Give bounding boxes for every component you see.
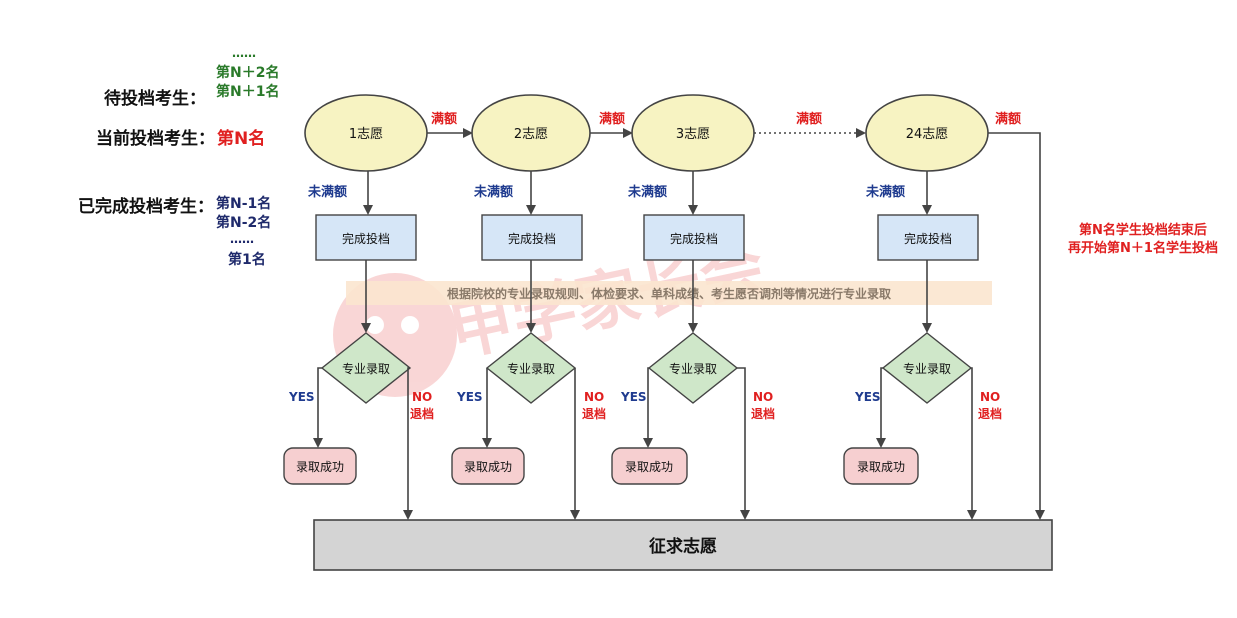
yes-label-2: YES: [456, 390, 483, 404]
complete-label-3: 完成投档: [670, 231, 718, 246]
major-label-1: 专业录取: [342, 361, 390, 376]
major-diamond-3: [647, 332, 739, 404]
done-label: 已完成投档考生：: [78, 197, 214, 217]
waiting-label: 待投档考生：: [104, 89, 206, 109]
current-label: 当前投档考生：: [96, 129, 215, 149]
retreat-label-3: 退档: [751, 406, 775, 421]
complete-label-1: 完成投档: [342, 231, 390, 246]
next2-label: 第N＋2名: [216, 65, 280, 81]
yes-label-1: YES: [288, 390, 315, 404]
choice-label-3: 3志愿: [676, 127, 710, 142]
choice-ellipse-1: [304, 94, 428, 172]
major-label-3: 专业录取: [669, 361, 717, 376]
choice-label-2: 2志愿: [514, 127, 548, 142]
major-diamond-1: [320, 332, 412, 404]
success-label-1: 录取成功: [296, 460, 344, 474]
not-full-label-2: 未满额: [473, 184, 513, 200]
choice-label-1: 1志愿: [349, 127, 383, 142]
major-diamond-24: [881, 332, 973, 404]
not-full-label-1: 未满额: [307, 184, 347, 200]
next1-label: 第N＋1名: [216, 84, 280, 100]
end-note-line1: 第N名学生投档结束后: [1079, 222, 1207, 238]
retreat-label-2: 退档: [582, 406, 606, 421]
column-1: 1志愿 未满额 完成投档 专业录取 YES NO 退档 录取成功: [283, 94, 434, 520]
major-diamond-2: [485, 332, 577, 404]
not-full-label-24: 未满额: [865, 184, 905, 200]
column-24: 24志愿 未满额 完成投档 专业录取 YES NO 退档 录取成功: [843, 94, 1002, 520]
success-label-3: 录取成功: [625, 460, 673, 474]
success-box-2: [451, 447, 525, 485]
done1-label: 第N-1名: [216, 196, 272, 212]
major-label-24: 专业录取: [903, 361, 951, 376]
dots-bottom: ……: [230, 232, 254, 246]
yes-label-3: YES: [620, 390, 647, 404]
no-label-3: NO: [753, 390, 773, 404]
success-label-2: 录取成功: [464, 460, 512, 474]
full-label-2: 满额: [599, 111, 625, 127]
success-box-1: [283, 447, 357, 485]
full-label-1: 满额: [431, 111, 457, 127]
complete-box-1: [315, 214, 417, 261]
dots-top: ……: [232, 46, 256, 60]
current-value: 第N名: [217, 129, 266, 149]
column-2: 2志愿 未满额 完成投档 专业录取 YES NO 退档 录取成功: [451, 94, 606, 520]
success-box-3: [611, 447, 688, 485]
rule-note: 根据院校的专业录取规则、体检要求、单科成绩、考生愿否调剂等情况进行专业录取: [447, 286, 891, 301]
first-label: 第1名: [228, 252, 266, 268]
solicit-box: [313, 519, 1053, 571]
no-label-24: NO: [980, 390, 1000, 404]
complete-box-3: [643, 214, 745, 261]
arrow-24-to-solicit: [988, 132, 1045, 520]
retreat-label-1: 退档: [410, 406, 434, 421]
column-3: 3志愿 未满额 完成投档 专业录取 YES NO 退档 录取成功: [611, 94, 775, 520]
choice-label-24: 24志愿: [906, 127, 949, 142]
not-full-label-3: 未满额: [627, 184, 667, 200]
full-label-24: 满额: [995, 111, 1021, 127]
end-note-line2: 再开始第N＋1名学生投档: [1068, 240, 1218, 256]
yes-label-24: YES: [854, 390, 881, 404]
major-label-2: 专业录取: [507, 361, 555, 376]
rule-band: [346, 281, 992, 305]
no-label-1: NO: [412, 390, 432, 404]
success-label-24: 录取成功: [857, 460, 905, 474]
success-box-24: [843, 447, 919, 485]
complete-box-24: [877, 214, 979, 261]
no-label-2: NO: [584, 390, 604, 404]
complete-box-2: [481, 214, 583, 261]
complete-label-2: 完成投档: [508, 231, 556, 246]
done2-label: 第N-2名: [216, 215, 272, 231]
solicit-label: 征求志愿: [649, 536, 717, 557]
full-label-3: 满额: [796, 111, 822, 127]
complete-label-24: 完成投档: [904, 231, 952, 246]
retreat-label-24: 退档: [978, 406, 1002, 421]
